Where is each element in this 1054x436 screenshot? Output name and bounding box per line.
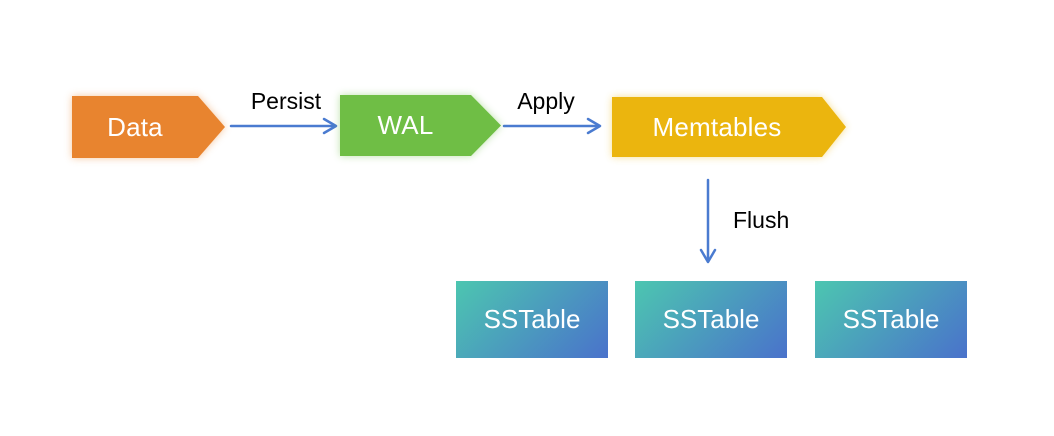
flush-arrow-icon xyxy=(699,178,717,264)
node-memtables: Memtables xyxy=(612,97,846,157)
node-wal-label: WAL xyxy=(377,110,434,140)
node-sstable-2-label: SSTable xyxy=(662,304,760,334)
node-sstable-3: SSTable xyxy=(815,281,967,358)
node-sstable-1-label: SSTable xyxy=(483,304,581,334)
edge-label-persist: Persist xyxy=(250,88,322,114)
apply-arrow-icon xyxy=(502,117,602,135)
node-memtables-shape: Memtables xyxy=(612,97,846,157)
node-sstable-1: SSTable xyxy=(456,281,608,358)
node-data: Data xyxy=(72,96,225,158)
persist-arrow-icon xyxy=(229,117,338,135)
node-data-shape: Data xyxy=(72,96,225,158)
edge-label-flush: Flush xyxy=(733,207,790,233)
node-wal: WAL xyxy=(340,95,501,156)
node-data-label: Data xyxy=(107,111,163,142)
node-memtables-label: Memtables xyxy=(652,111,782,142)
node-sstable-3-label: SSTable xyxy=(842,304,940,334)
node-wal-shape: WAL xyxy=(340,95,501,156)
node-sstable-2: SSTable xyxy=(635,281,787,358)
edge-label-apply: Apply xyxy=(517,88,575,114)
